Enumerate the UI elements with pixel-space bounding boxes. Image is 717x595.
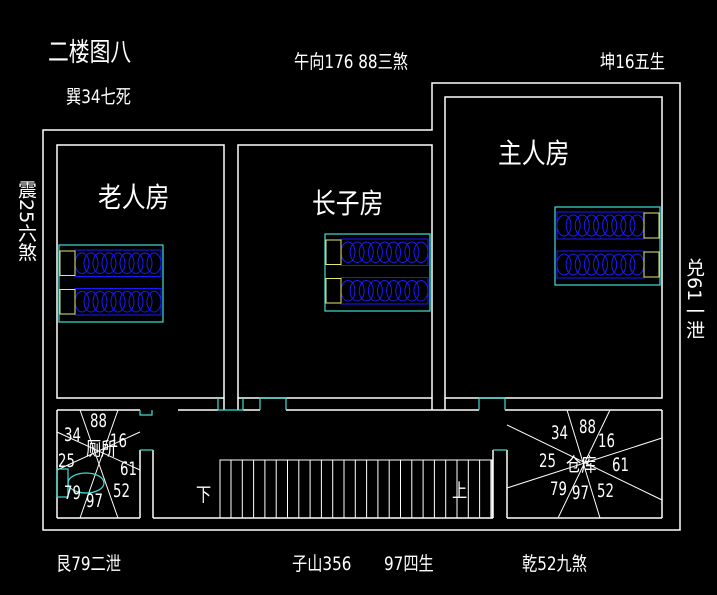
label-zi-star: 97四生 [384, 553, 434, 575]
flying-star-number: 61 [120, 458, 137, 480]
flying-star-number: 97 [86, 490, 103, 512]
label-dui: 兑61一泄 [683, 258, 705, 340]
room-eldest-son: 长子房 [312, 187, 384, 220]
toilet-fixture [56, 468, 105, 498]
label-wu: 午向176 88三煞 [294, 51, 408, 73]
room-elder: 老人房 [98, 181, 170, 214]
walls [42, 82, 681, 531]
bed [554, 206, 661, 286]
flying-star-number: 88 [579, 416, 596, 438]
doors [139, 397, 507, 451]
beds [58, 206, 661, 323]
flying-star-number: 97 [572, 482, 589, 504]
flying-star-number: 88 [90, 410, 107, 432]
flying-star-number: 34 [64, 424, 81, 446]
flying-star-number: 16 [110, 430, 127, 452]
flying-star-number: 25 [58, 450, 75, 472]
label-gen: 艮79二泄 [56, 553, 121, 575]
stairs-down: 下 [196, 484, 212, 506]
flying-star-number: 79 [64, 482, 81, 504]
flying-star-number: 52 [597, 480, 614, 502]
flying-star-number: 61 [612, 454, 629, 476]
staircase[interactable] [219, 459, 493, 519]
room-master: 主人房 [498, 137, 570, 170]
flying-star-number: 79 [550, 478, 567, 500]
drawing-title: 二楼图八 [48, 38, 132, 68]
room-toilet: 厕所 [86, 438, 117, 460]
label-zhen: 震25六煞 [15, 180, 37, 262]
flying-star-number: 16 [598, 430, 615, 452]
label-qian: 乾52九煞 [522, 553, 587, 575]
label-zi: 子山356 [292, 553, 352, 575]
flying-star-number: 52 [113, 480, 130, 502]
bed [58, 244, 164, 323]
label-xun: 巽34七死 [66, 86, 131, 108]
luoshu-grids [56, 409, 663, 519]
bed [324, 233, 431, 312]
label-kun: 坤16五生 [600, 51, 665, 73]
stairs-up: 上 [452, 480, 468, 502]
room-storage: 仓库 [566, 454, 597, 476]
flying-star-number: 34 [551, 422, 568, 444]
flying-star-number: 25 [539, 450, 556, 472]
